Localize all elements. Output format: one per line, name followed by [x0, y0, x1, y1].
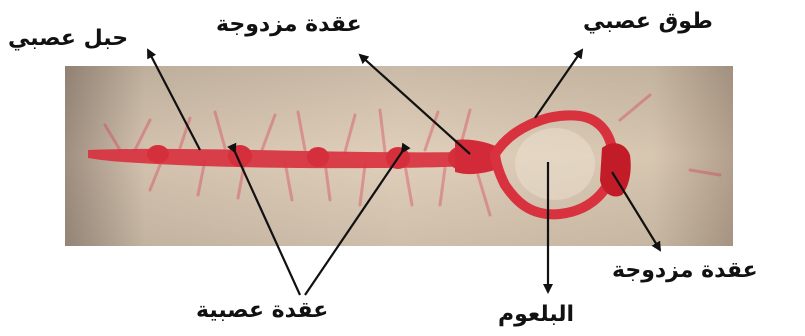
pharynx-area: [515, 128, 595, 200]
label-nerve-ganglia: عقدة عصبية: [196, 300, 328, 322]
label-nerve-cord: حبل عصبي: [8, 28, 128, 50]
label-double-ganglion-top: عقدة مزدوجة: [216, 14, 362, 36]
label-double-ganglion-right: عقدة مزدوجة: [612, 260, 758, 282]
label-pharynx: البلعوم: [498, 304, 574, 326]
label-nerve-collar: طوق عصبي: [583, 11, 713, 33]
